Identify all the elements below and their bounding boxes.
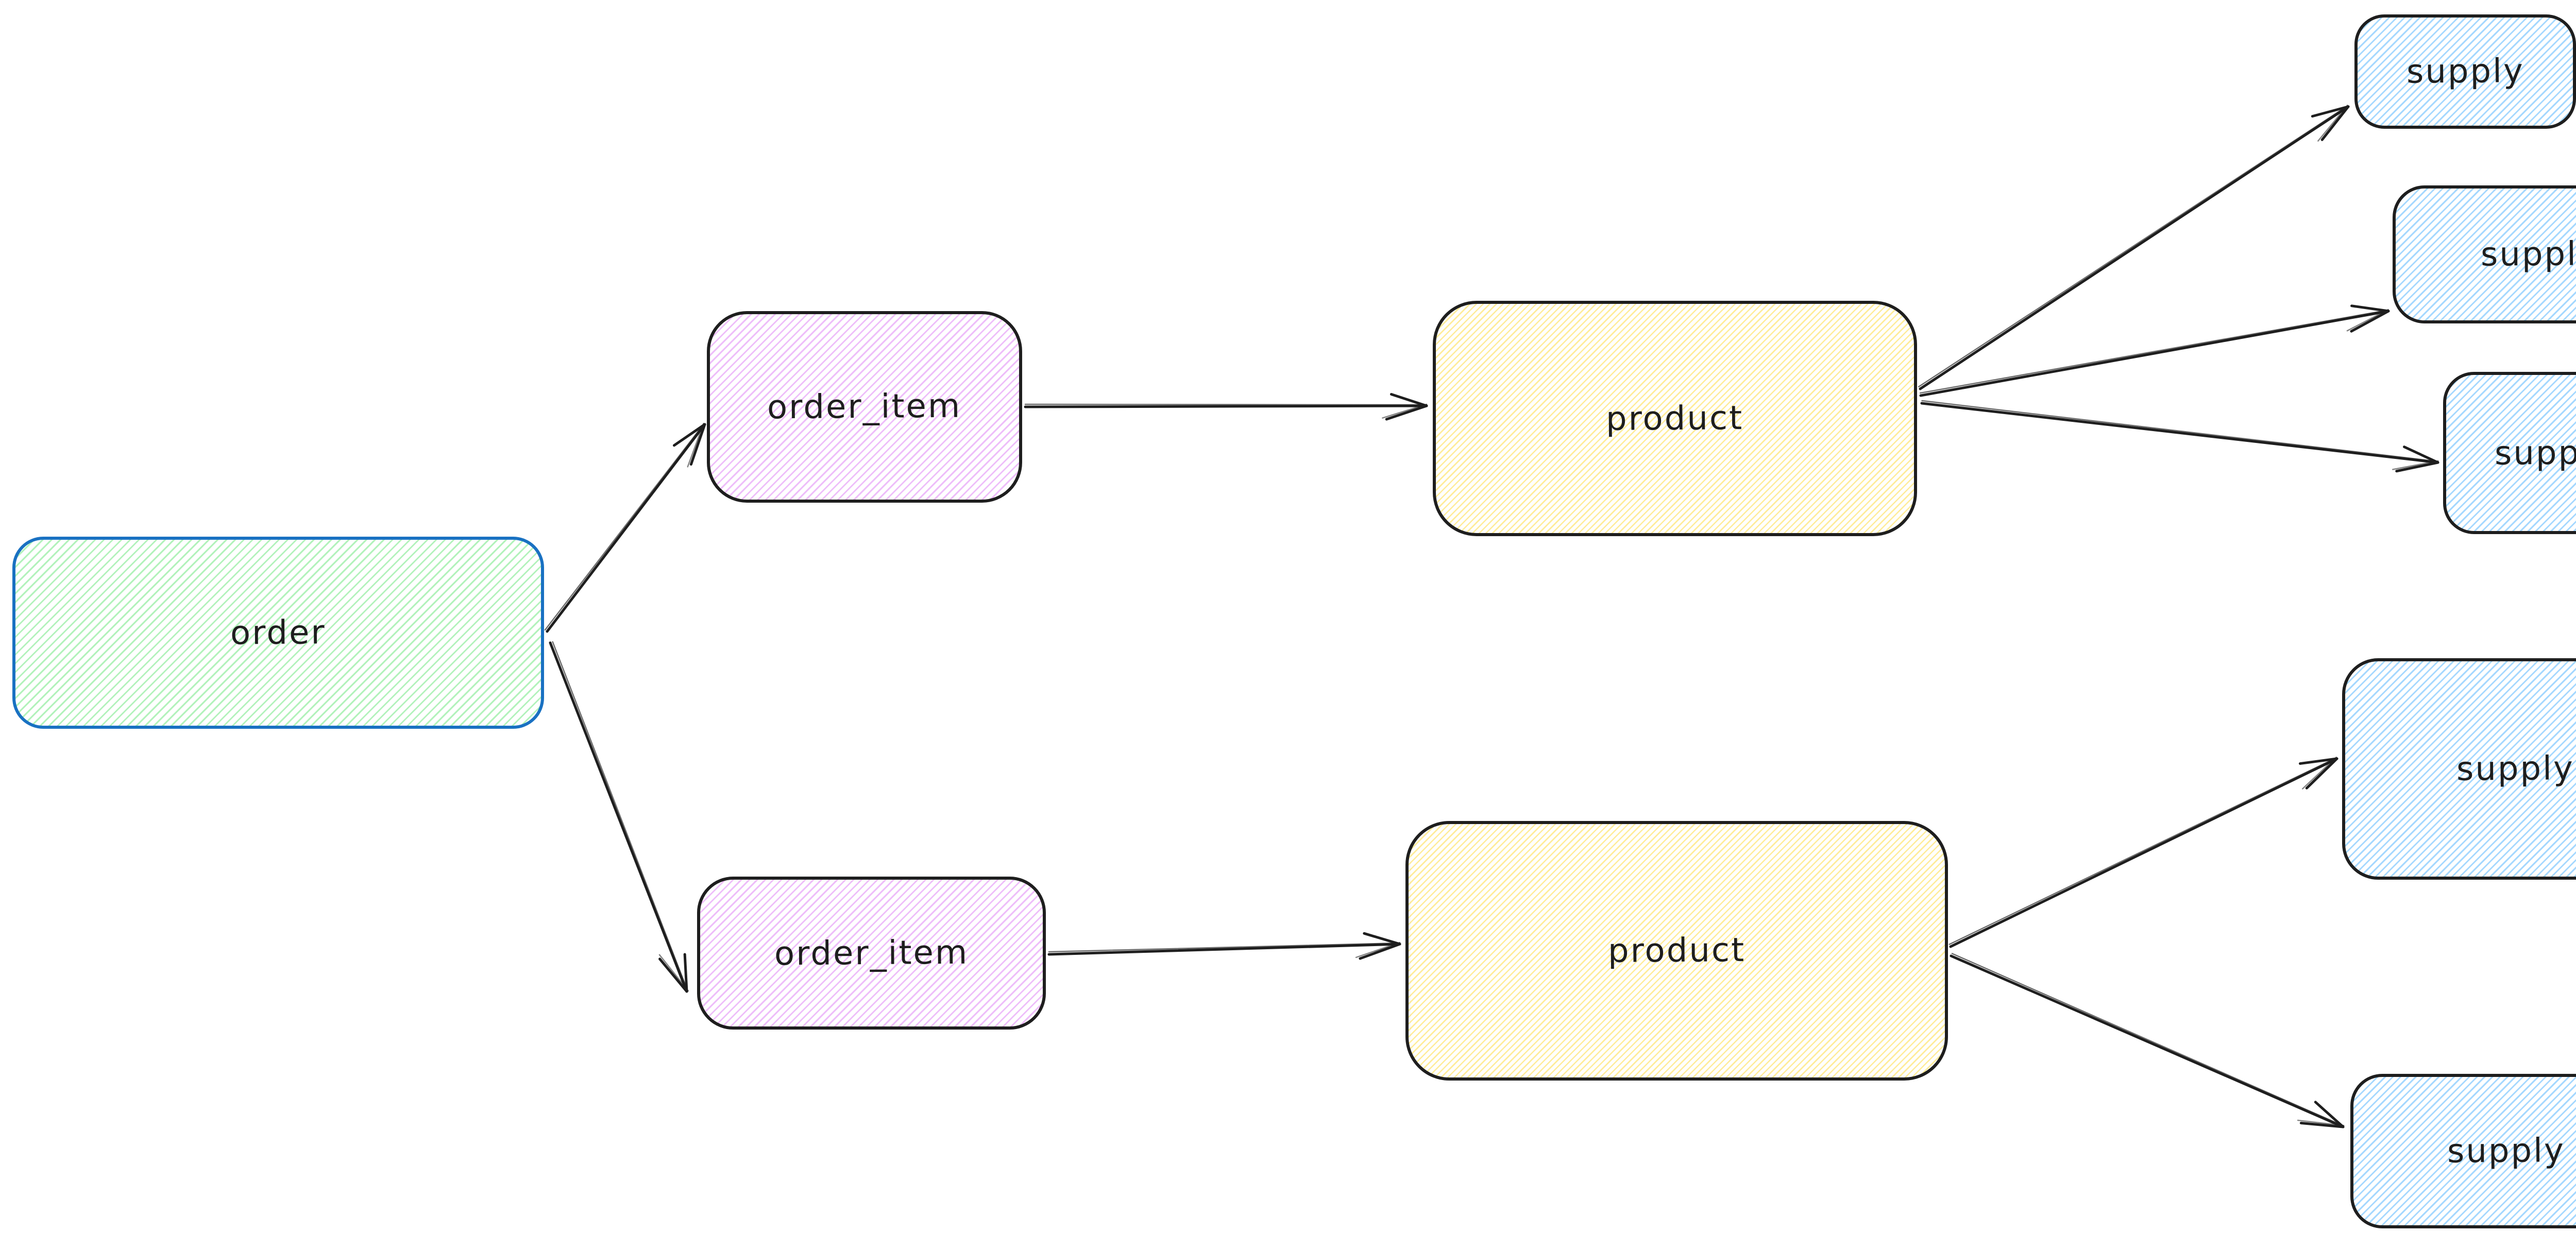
arrow-product-1-to-supply-3[interactable] — [1920, 400, 2439, 473]
arrow-order-to-order-item-2[interactable] — [549, 641, 689, 993]
node-label-supply-5: supply — [2447, 1132, 2565, 1171]
node-product-1[interactable]: product — [1433, 301, 1917, 536]
arrow-product-2-to-supply-5[interactable] — [1950, 953, 2345, 1128]
arrow-product-1-to-supply-2[interactable] — [1919, 304, 2390, 397]
node-label-product-1: product — [1606, 399, 1744, 438]
arrow-product-2-to-supply-4[interactable] — [1948, 757, 2338, 948]
node-order-item-2[interactable]: order_item — [697, 877, 1046, 1030]
node-product-2[interactable]: product — [1405, 821, 1948, 1081]
arrow-order-to-order-item-1[interactable] — [544, 422, 706, 633]
arrow-order-item-2-to-product-2[interactable] — [1047, 932, 1401, 960]
node-label-order: order — [230, 613, 327, 653]
node-label-order-item-1: order_item — [767, 387, 962, 427]
node-label-order-item-2: order_item — [774, 933, 969, 973]
arrow-order-item-1-to-product-1[interactable] — [1024, 392, 1428, 421]
node-label-supply-3: supply — [2494, 433, 2576, 473]
node-supply-5[interactable]: supply — [2350, 1074, 2576, 1228]
node-label-supply-1: supply — [2406, 52, 2524, 91]
node-label-product-2: product — [1607, 931, 1746, 970]
node-label-supply-4: supply — [2456, 749, 2574, 789]
node-supply-4[interactable]: supply — [2342, 658, 2576, 880]
arrow-product-1-to-supply-1[interactable] — [1918, 105, 2350, 390]
node-order[interactable]: order — [12, 537, 544, 729]
node-supply-1[interactable]: supply — [2354, 14, 2576, 129]
node-supply-2[interactable]: supply — [2393, 185, 2576, 323]
node-supply-3[interactable]: supply — [2443, 372, 2576, 534]
node-order-item-1[interactable]: order_item — [707, 311, 1022, 503]
node-label-supply-2: supply — [2480, 235, 2576, 274]
